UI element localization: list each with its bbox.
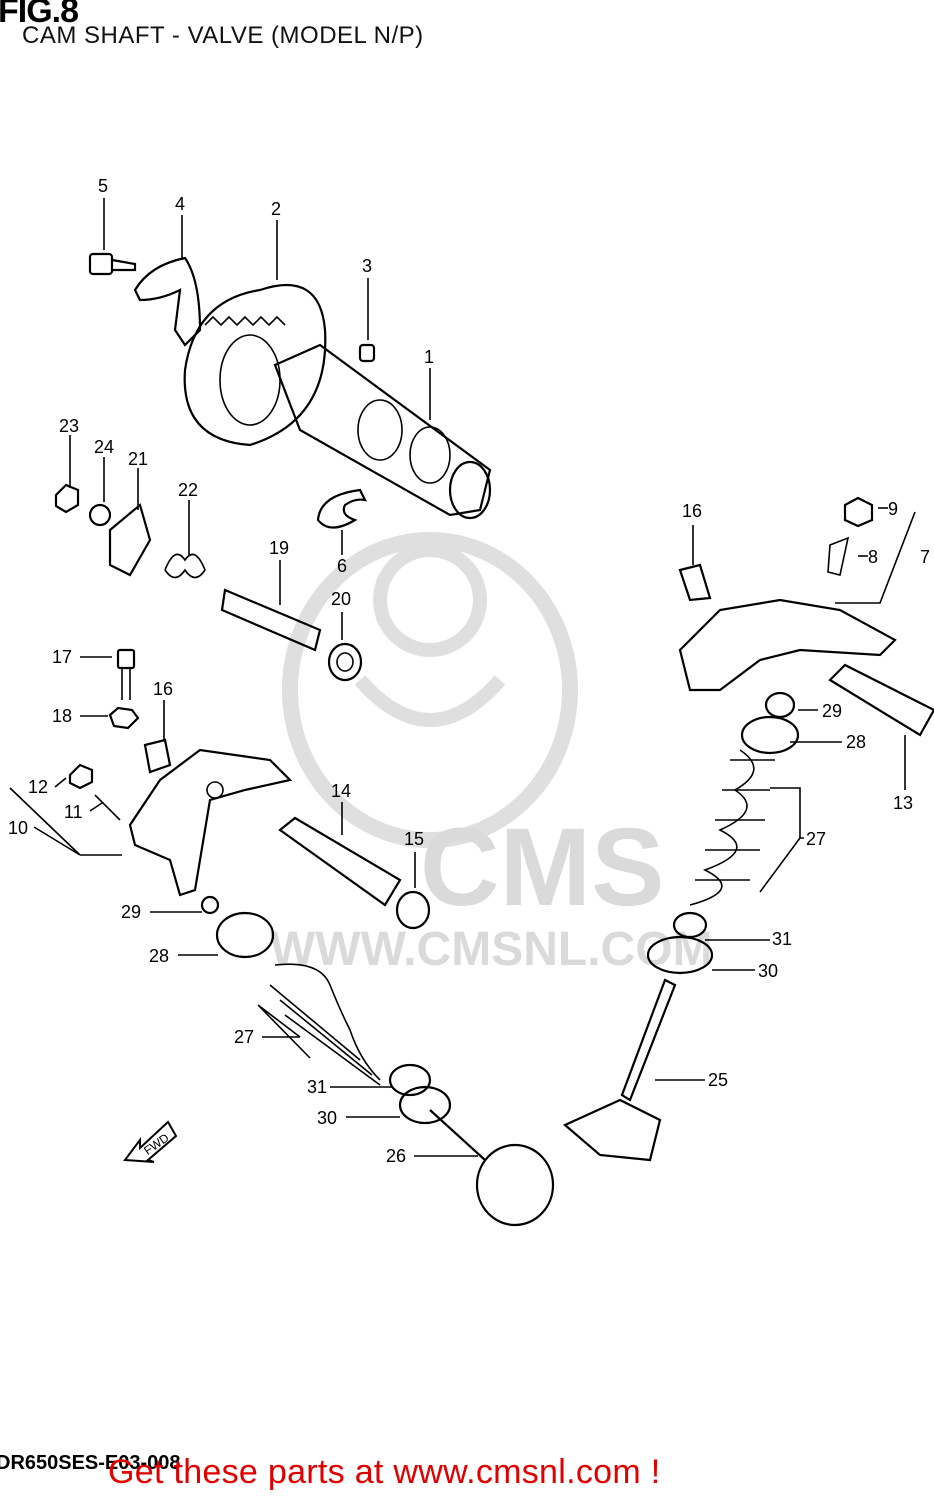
callout-17: 17: [52, 647, 72, 667]
callout-25: 25: [708, 1070, 728, 1090]
forward-arrow: FWD: [123, 1120, 178, 1163]
rocker-arm-right: [678, 496, 934, 737]
rocker-shaft-left: [278, 816, 431, 930]
callout-30-left: 30: [317, 1108, 337, 1128]
callout-28-right: 28: [846, 732, 866, 752]
callout-20: 20: [331, 589, 351, 609]
promo-link[interactable]: Get these parts at www.cmsnl.com !: [108, 1453, 661, 1491]
circlip: [316, 488, 367, 529]
callout-8: 8: [868, 547, 878, 567]
callout-9: 9: [888, 499, 898, 519]
model-code: DR650SES-E03-008: [0, 1452, 181, 1474]
cmsnl-watermark: CMS WWW.CMSNL.COM: [270, 532, 713, 976]
callout-12: 12: [28, 777, 48, 797]
callout-24: 24: [94, 437, 114, 457]
callout-27-right: 27: [806, 829, 826, 849]
callout-1: 1: [424, 347, 434, 367]
callout-18: 18: [52, 706, 72, 726]
callout-7: 7: [920, 547, 930, 567]
callout-16-right: 16: [682, 501, 702, 521]
cam-sprocket: [183, 283, 327, 447]
callout-13: 13: [893, 793, 913, 813]
sprocket-bolt: [88, 252, 137, 276]
callout-10: 10: [8, 818, 28, 838]
watermark-brand: CMS: [420, 806, 664, 929]
callout-21: 21: [128, 449, 148, 469]
callout-15: 15: [404, 829, 424, 849]
callout-31-right: 31: [772, 929, 792, 949]
callout-22: 22: [178, 480, 198, 500]
camshaft: [273, 343, 492, 520]
callout-2: 2: [271, 199, 281, 219]
callout-11: 11: [64, 802, 83, 822]
callout-5: 5: [98, 176, 108, 196]
callout-30-right: 30: [758, 961, 778, 981]
callout-26: 26: [386, 1146, 406, 1166]
callout-19: 19: [269, 538, 289, 558]
callout-16-left: 16: [153, 679, 173, 699]
callout-27-left: 27: [234, 1027, 254, 1047]
valve-train-right: [562, 715, 800, 1162]
callout-29-left: 29: [121, 902, 141, 922]
bracket: [133, 256, 202, 347]
rocker-arm-left: [68, 648, 293, 897]
callout-28-left: 28: [149, 946, 169, 966]
callout-29-right: 29: [822, 701, 842, 721]
decompression-assembly: [54, 483, 363, 682]
callout-14: 14: [331, 781, 351, 801]
callout-31-left: 31: [307, 1077, 327, 1097]
leader-lines: [9, 198, 916, 1157]
page-subtitle: CAM SHAFT - VALVE (MODEL N/P): [22, 22, 424, 49]
callout-6: 6: [337, 556, 347, 576]
callout-3: 3: [362, 256, 372, 276]
callout-4: 4: [175, 194, 185, 214]
valve-train-left: [200, 895, 555, 1227]
callout-labels: 1 2 3 4 5 6 7 8 9 10 11 12 13 14 15 16 1…: [8, 176, 930, 1166]
callout-23: 23: [59, 416, 79, 436]
fig-label: FIG.8: [0, 0, 79, 30]
pin: [358, 343, 376, 363]
watermark-url: WWW.CMSNL.COM: [270, 923, 713, 976]
